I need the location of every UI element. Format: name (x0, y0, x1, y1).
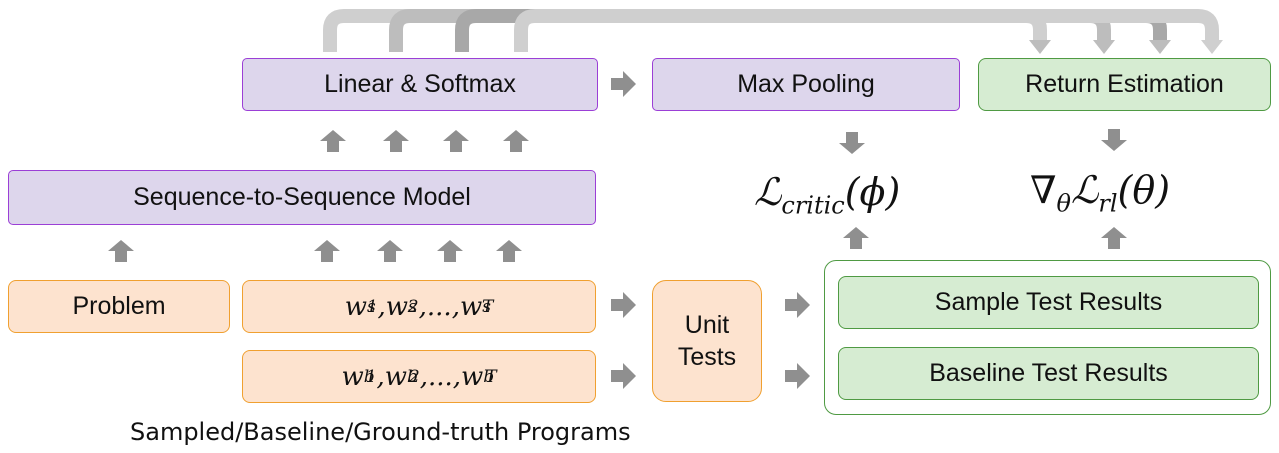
down-arrow (1101, 129, 1127, 151)
rl-loss-gradient: ∇θℒrl(θ) (1030, 168, 1171, 218)
up-arrow (1101, 227, 1127, 249)
up-arrow (443, 130, 469, 152)
return-estimation-node: Return Estimation (978, 58, 1271, 111)
linear-softmax-node: Linear & Softmax (242, 58, 598, 111)
up-arrow (843, 227, 869, 249)
up-arrow (108, 240, 134, 262)
up-arrow (437, 240, 463, 262)
sample-test-results-node: Sample Test Results (838, 276, 1259, 329)
critic-loss: ℒcritic(ϕ) (754, 170, 901, 220)
down-arrow (839, 132, 865, 154)
unit-tests-line-1: Unit (684, 311, 730, 339)
right-arrow (611, 71, 636, 97)
up-arrow (496, 240, 522, 262)
up-arrow (503, 130, 529, 152)
right-arrow (611, 292, 636, 318)
problem-node: Problem (8, 280, 230, 333)
up-arrow (320, 130, 346, 152)
baseline-test-results-node: Baseline Test Results (838, 347, 1259, 400)
right-arrow (785, 292, 810, 318)
unit-tests-line-2: Tests (677, 343, 737, 371)
up-arrow (377, 240, 403, 262)
right-arrow (611, 363, 636, 389)
unit-tests-node: Unit Tests (652, 280, 762, 402)
right-arrow (785, 363, 810, 389)
seq2seq-model-node: Sequence-to-Sequence Model (8, 170, 596, 225)
programs-caption: Sampled/Baseline/Ground-truth Programs (130, 418, 631, 446)
feedback-arc-4 (514, 9, 1219, 52)
feedback-arrowheads (1029, 40, 1223, 54)
up-arrow (383, 130, 409, 152)
max-pooling-node: Max Pooling (652, 58, 960, 111)
up-arrow (314, 240, 340, 262)
